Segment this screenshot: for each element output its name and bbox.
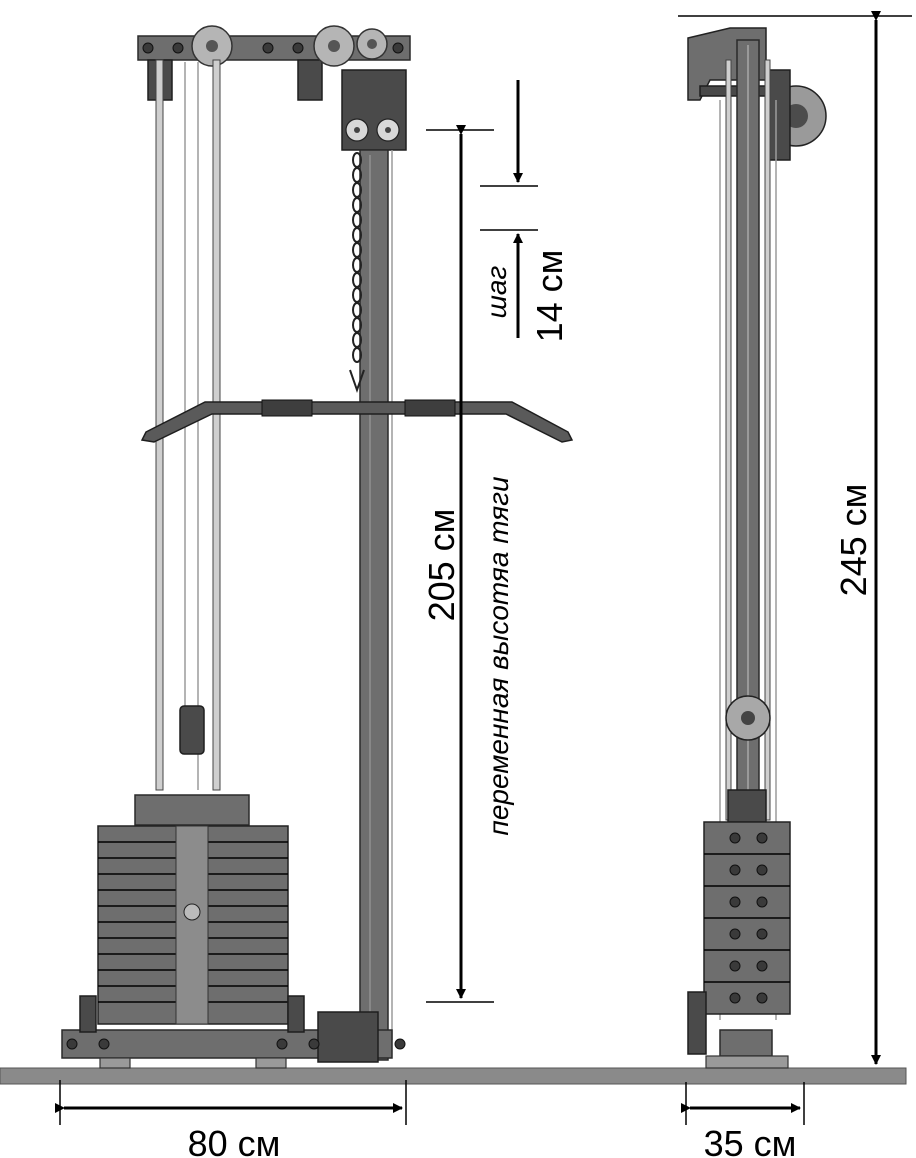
label-total-height: 245 см xyxy=(833,484,874,597)
stack-top-plate xyxy=(134,794,250,826)
side-view-machine xyxy=(687,27,827,1069)
weight-stack-front xyxy=(97,825,289,1025)
label-variable-height: переменная высотяа тяги xyxy=(483,476,514,836)
pulley-icon xyxy=(345,118,369,142)
chain xyxy=(349,152,365,394)
front-bolt xyxy=(66,1038,78,1050)
dimension-total-height xyxy=(678,11,912,1065)
lat-pulldown-bar xyxy=(140,401,574,443)
floor-strip xyxy=(0,1067,907,1085)
side-base-left xyxy=(687,991,707,1055)
label-pull-height: 205 см xyxy=(421,509,462,622)
pulley-icon xyxy=(725,695,771,741)
dimension-depth-side xyxy=(681,1082,805,1125)
pulley-icon xyxy=(313,25,355,67)
front-bolt xyxy=(142,42,154,54)
post-foot-bracket xyxy=(317,1011,379,1063)
front-bolt xyxy=(292,42,304,54)
side-base-block xyxy=(719,1029,773,1057)
front-bolt xyxy=(262,42,274,54)
guide-rod-right xyxy=(212,59,221,791)
main-post xyxy=(359,149,389,1061)
front-bolt xyxy=(392,42,404,54)
side-base-foot xyxy=(705,1055,789,1069)
front-bolt xyxy=(172,42,184,54)
pulley-icon xyxy=(356,28,388,60)
cable-handle xyxy=(179,705,205,755)
base-foot xyxy=(255,1057,287,1069)
label-step-value: 14 см xyxy=(529,250,570,343)
dimension-width-front xyxy=(55,1080,407,1125)
front-bolt xyxy=(276,1038,288,1050)
pulley-icon xyxy=(191,25,233,67)
label-width-front: 80 см xyxy=(188,1123,281,1158)
label-step-word: шаг xyxy=(481,265,512,318)
front-bolt xyxy=(308,1038,320,1050)
base-right-upright xyxy=(287,995,305,1033)
front-top-mid-bracket xyxy=(297,59,323,101)
base-left-upright xyxy=(79,995,97,1033)
dimension-pull-height xyxy=(426,125,494,1003)
front-bolt xyxy=(98,1038,110,1050)
dimension-step xyxy=(480,80,538,338)
side-guide-rod xyxy=(764,59,771,821)
pulley-icon xyxy=(376,118,400,142)
front-bolt xyxy=(394,1038,406,1050)
side-stack-top xyxy=(727,789,767,823)
weight-stack-side xyxy=(703,821,791,1015)
base-foot xyxy=(99,1057,131,1069)
label-depth-side: 35 см xyxy=(704,1123,797,1158)
